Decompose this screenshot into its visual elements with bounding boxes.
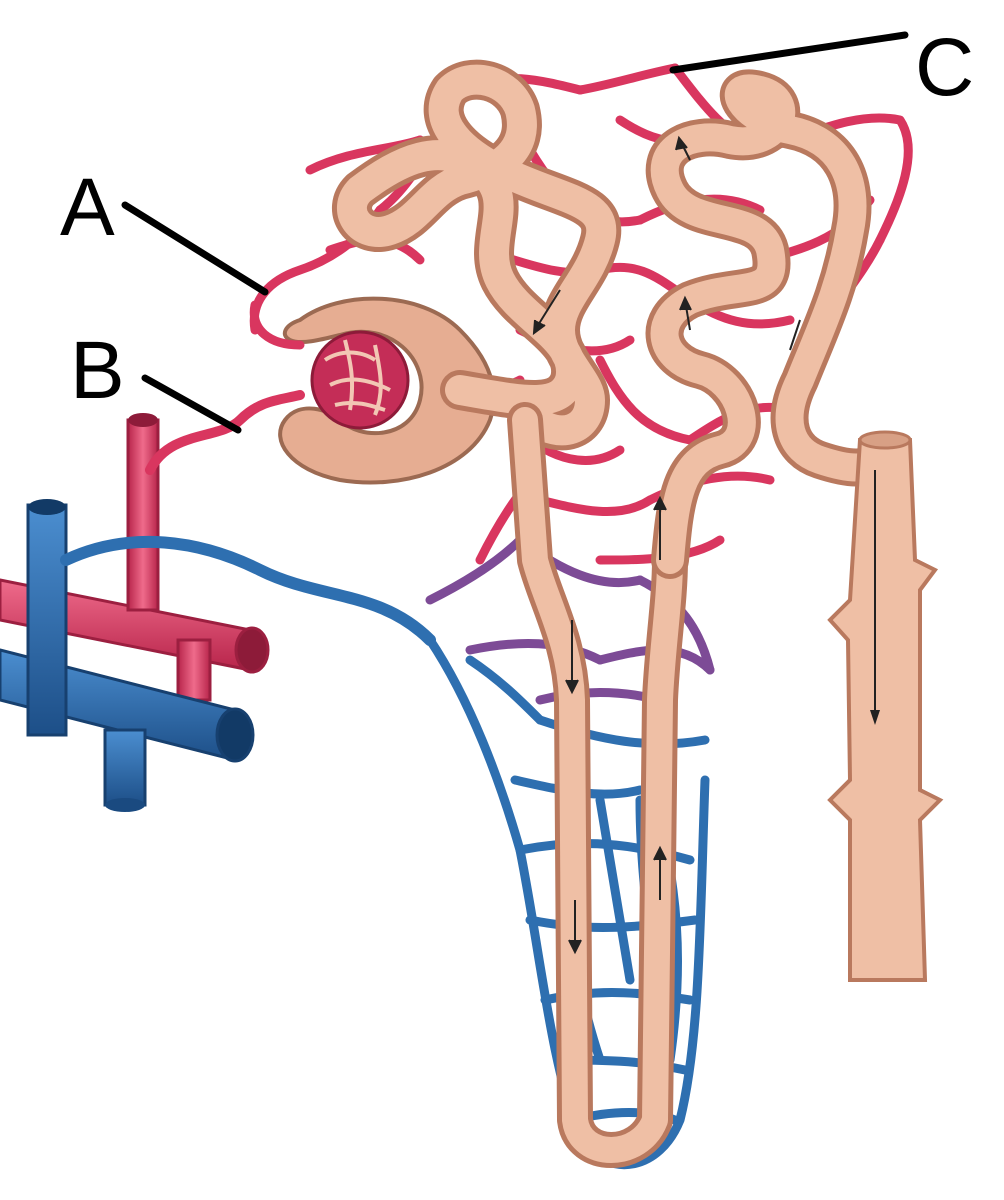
flow-arrows [532, 135, 801, 955]
renal-tubule [332, 59, 904, 1168]
label-c-text: C [915, 22, 974, 113]
label-b: B [70, 325, 242, 434]
efferent-arteriole [249, 300, 305, 350]
artery-opening [234, 626, 270, 674]
label-b-text: B [70, 325, 125, 416]
label-a-leader [121, 201, 269, 296]
renal-corpuscle [249, 296, 496, 485]
label-a: A [60, 162, 269, 296]
afferent-artery-trunk [126, 418, 160, 612]
renal-blood-vessels [0, 390, 436, 812]
label-c-leader [669, 31, 909, 74]
vein-opening [215, 707, 255, 763]
label-b-leader [141, 374, 242, 434]
vein-trunk [26, 503, 68, 737]
label-a-text: A [60, 162, 115, 253]
afferent-arteriole [145, 390, 305, 475]
label-c: C [669, 22, 974, 113]
collecting-duct [827, 430, 944, 982]
